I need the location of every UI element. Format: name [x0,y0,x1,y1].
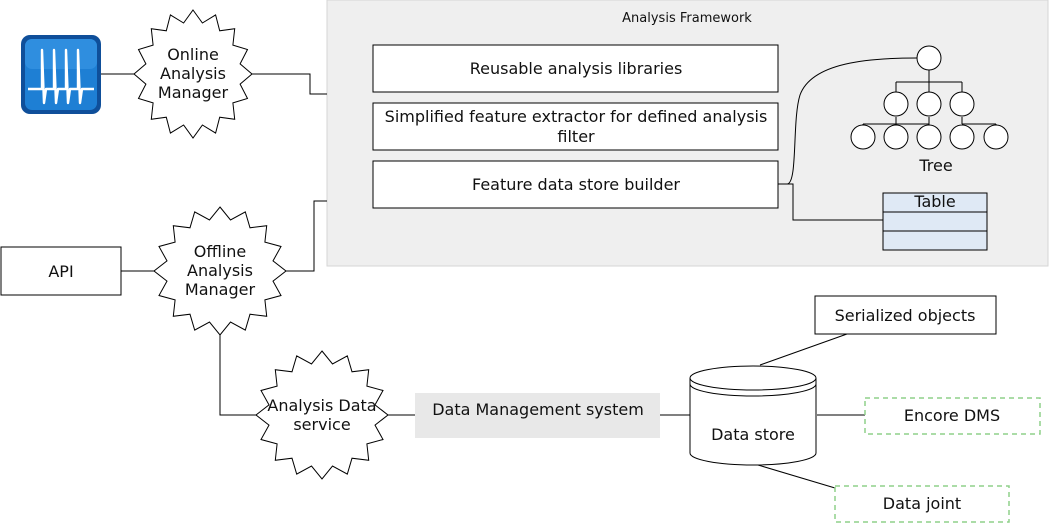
tree-node [949,91,975,117]
table-label: Table [913,192,955,211]
feature-store-builder-label: Feature data store builder [472,175,680,194]
reusable-libraries-label: Reusable analysis libraries [470,59,683,78]
builder-to-tree-connector [778,57,918,185]
tree-node [949,124,975,150]
feature-extractor-box [372,102,779,151]
tree-node [883,124,909,150]
reusable-libraries-box [372,44,779,93]
data-management-system-label: Data Management system [432,400,644,419]
serialized-objects-box [814,295,997,335]
online-analysis-manager-burst [133,9,253,139]
offline-manager-label-line2: Analysis [187,261,253,280]
tree-diagram [850,45,1009,150]
offline-manager-label-line1: Offline [194,242,247,261]
tree-label: Tree [918,156,952,175]
data-joint-box [834,485,1010,523]
offline-manager-label-line3: Manager [185,280,256,299]
builder-to-table-connector [778,183,883,221]
data-service-label-line2: service [293,415,350,434]
data-store-to-joint-connector [757,464,836,489]
feature-extractor-label-line1: Simplified feature extractor for defined… [385,107,768,126]
online-manager-label-line1: Online [167,45,219,64]
analysis-data-service-burst [255,350,389,480]
api-box [0,246,122,296]
tree-node [916,124,942,150]
encore-dms-label: Encore DMS [904,406,1000,425]
feature-store-builder-box [372,160,779,209]
online-to-framework-connector [249,73,327,95]
encore-dms-box [864,397,1041,435]
offline-to-data-service-connector [219,334,258,416]
data-store-to-serialized-connector [759,333,848,366]
tree-node [883,91,909,117]
data-joint-label: Data joint [883,494,961,513]
offline-analysis-manager-burst [153,206,287,336]
data-store-cylinder [689,365,817,466]
tree-node [916,91,942,117]
waveform-app-icon [21,35,101,114]
analysis-framework-title: Analysis Framework [622,11,752,26]
serialized-objects-label: Serialized objects [835,306,976,325]
table-diagram [882,192,988,251]
offline-to-framework-connector [284,200,327,272]
data-management-system-box [415,393,660,438]
online-manager-label-line2: Analysis [160,64,226,83]
online-manager-label-line3: Manager [158,83,229,102]
tree-node [983,124,1009,150]
feature-extractor-label-line2: filter [557,127,595,146]
tree-node [916,45,942,71]
data-service-label-line1: Analysis Data [267,396,376,415]
tree-node [850,124,876,150]
api-label: API [48,262,73,281]
data-store-label: Data store [711,425,795,444]
